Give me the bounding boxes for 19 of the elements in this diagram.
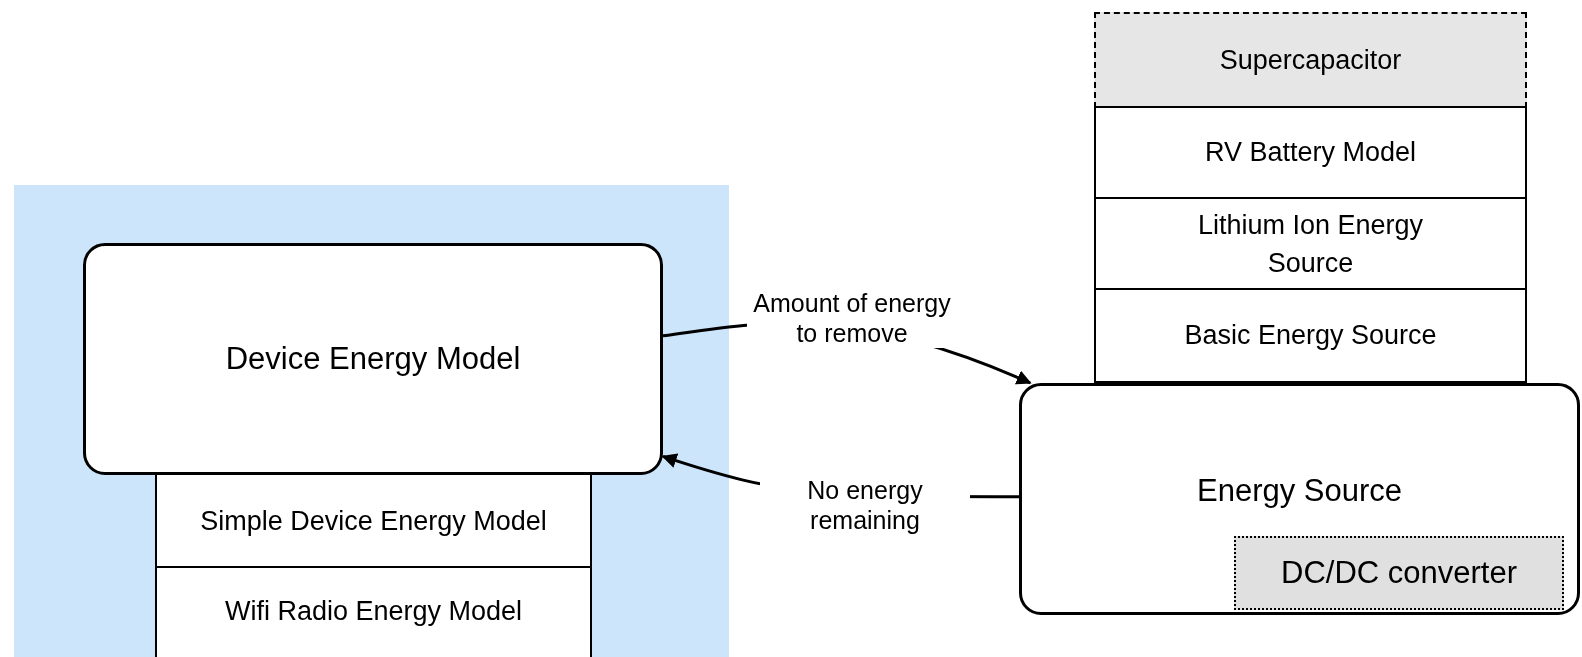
stacked-box — [155, 473, 592, 568]
node-label: Lithium Ion Energy Source — [1196, 208, 1425, 280]
node-label: Wifi Radio Energy Model — [224, 594, 523, 628]
stacked-box — [1094, 288, 1527, 383]
node-label: Energy Source — [1196, 472, 1403, 511]
node-label: Basic Energy Source — [1184, 319, 1437, 353]
stacked-box — [1094, 197, 1527, 290]
dashed-box — [1094, 12, 1527, 108]
rounded-box — [1019, 383, 1580, 615]
rounded-box — [83, 243, 663, 475]
node-label: Simple Device Energy Model — [200, 504, 547, 538]
stacked-box — [155, 566, 592, 657]
stacked-box — [1094, 106, 1527, 199]
region-background — [14, 185, 729, 657]
node-label: Supercapacitor — [1219, 43, 1402, 77]
dotted-box — [1234, 536, 1564, 610]
node-label: DC/DC converter — [1281, 553, 1517, 592]
node-label: RV Battery Model — [1204, 136, 1417, 170]
node-label: Device Energy Model — [225, 339, 521, 378]
